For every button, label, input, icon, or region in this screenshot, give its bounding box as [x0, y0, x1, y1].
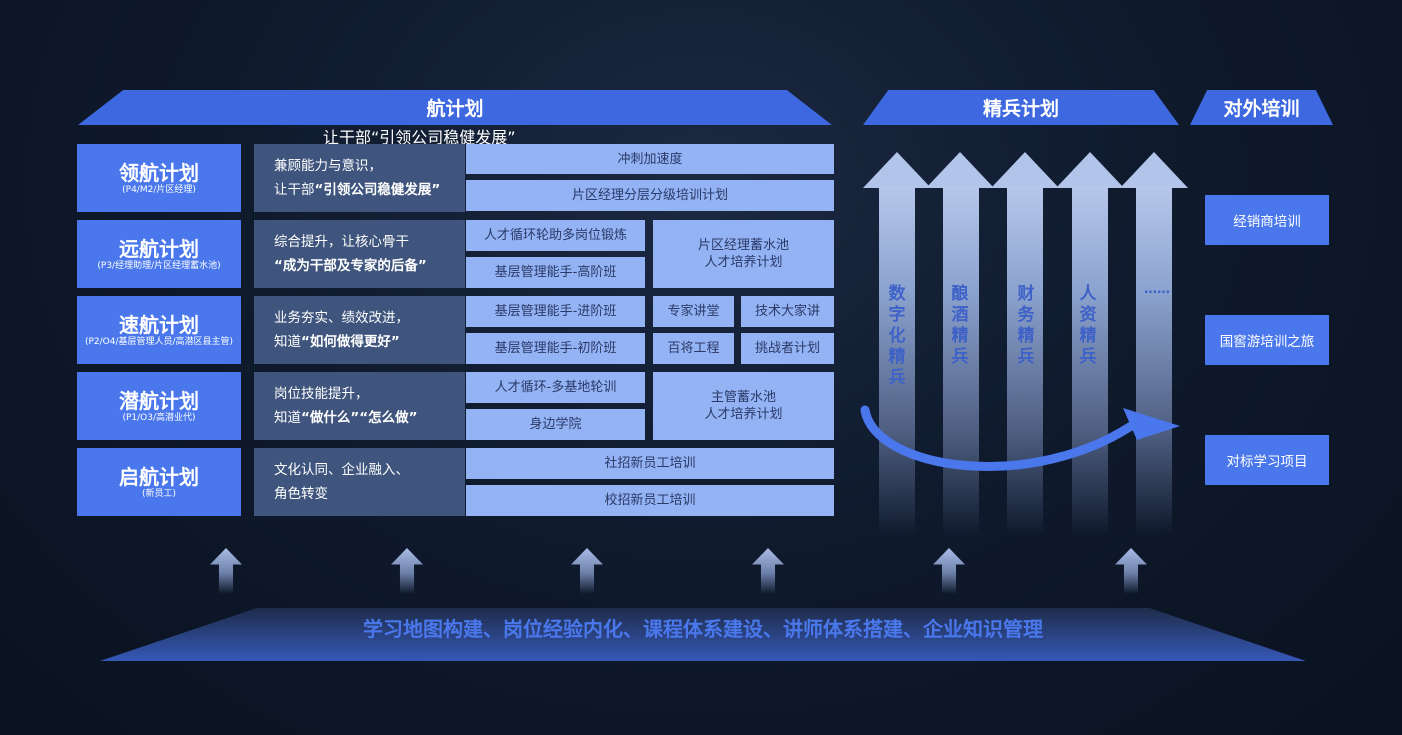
description-line-2: 知道“如何做得更好” [274, 334, 400, 350]
level-description: 业务夯实、绩效改进， 知道“如何做得更好” [254, 296, 465, 364]
program-talent-base-rotation: 人才循环-多基地轮训 [466, 372, 645, 403]
pillar-arrowhead [1120, 152, 1188, 188]
program-tech-master: 技术大家讲 [741, 296, 834, 327]
external-item-dealer: 经销商培训 [1205, 195, 1329, 245]
description-line-1: 综合提升，让核心骨干 [274, 234, 409, 250]
program-regional-pool: 片区经理蓄水池 人才培养计划 [653, 220, 834, 288]
level-description: 岗位技能提升， 知道“做什么”“怎么做” [254, 372, 465, 440]
program-basic-advanced: 基层管理能手-进阶班 [466, 296, 645, 327]
program-expert-lecture: 专家讲堂 [653, 296, 734, 327]
subtitle: 让干部“引领公司稳健发展” [323, 128, 516, 147]
cycle-arrow [860, 405, 1180, 471]
program-basic-beginner: 基层管理能手-初阶班 [466, 333, 645, 364]
level-subtitle: (P2/O4/基层管理人员/高潜区县主管) [84, 336, 234, 347]
level-title: 领航计划 [119, 160, 199, 185]
pillar-digital [879, 186, 915, 536]
description-line-2: 知道“做什么”“怎么做” [274, 410, 418, 426]
description-line-1: 业务夯实、绩效改进， [274, 310, 409, 326]
foundation-platform [100, 608, 1306, 661]
pillar-arrowhead [863, 152, 931, 188]
level-title: 远航计划 [119, 236, 199, 261]
level-lingHang: 领航计划 (P4/M2/片区经理) [77, 144, 241, 212]
foundation-text: 学习地图构建、岗位经验内化、课程体系建设、讲师体系搭建、企业知识管理 [363, 617, 1043, 641]
up-arrow-icon [571, 548, 603, 594]
external-item-guojiao-tour: 国窖游培训之旅 [1205, 315, 1329, 365]
up-arrow-icon [933, 548, 965, 594]
up-arrow-icon [391, 548, 423, 594]
level-suHang: 速航计划 (P2/O4/基层管理人员/高潜区县主管) [77, 296, 241, 364]
pillar-label: 数字化精兵 [888, 284, 906, 388]
pillar-label: 酿酒精兵 [951, 284, 969, 367]
up-arrow-icon [210, 548, 242, 594]
pillar-brewing [943, 186, 979, 536]
pillar-more [1136, 186, 1172, 536]
pillar-label: …… [1144, 282, 1170, 297]
level-subtitle: (新员工) [141, 488, 177, 499]
banner-elite-plan-label: 精兵计划 [982, 98, 1059, 120]
external-item-benchmark: 对标学习项目 [1205, 435, 1329, 485]
program-social-recruit: 社招新员工培训 [466, 448, 834, 479]
level-title: 潜航计划 [119, 388, 199, 413]
level-description: 兼顾能力与意识， 让干部“引领公司稳健发展” [254, 144, 465, 212]
description-line-2: “成为干部及专家的后备” [274, 258, 427, 274]
level-qiHang: 启航计划 (新员工) [77, 448, 241, 516]
level-subtitle: (P3/经理助理/片区经理蓄水池) [97, 260, 221, 271]
pillar-arrowhead [1056, 152, 1124, 188]
program-side-academy: 身边学院 [466, 409, 645, 440]
program-talent-rotation: 人才循环轮助多岗位锻炼 [466, 220, 645, 251]
program-hundred-generals: 百将工程 [653, 333, 734, 364]
program-challenger: 挑战者计划 [741, 333, 834, 364]
description-line-2: 让干部“引领公司稳健发展” [274, 182, 441, 198]
level-title: 启航计划 [119, 464, 199, 489]
level-title: 速航计划 [119, 312, 199, 337]
banner-navigation-plan-label: 航计划 [426, 98, 484, 120]
description-line-2: 角色转变 [274, 486, 328, 502]
program-regional-tiered: 片区经理分层分级培训计划 [466, 180, 834, 211]
pillar-hr [1072, 186, 1108, 536]
level-description: 文化认同、企业融入、 角色转变 [254, 448, 465, 516]
program-sprint: 冲刺加速度 [466, 144, 834, 174]
banner-external-training-label: 对外培训 [1223, 98, 1300, 120]
pillar-arrowhead [926, 152, 994, 188]
description-line-1: 岗位技能提升， [274, 386, 369, 402]
program-supervisor-pool: 主管蓄水池 人才培养计划 [653, 372, 834, 440]
banner-elite-plan: 精兵计划 [863, 90, 1179, 125]
level-subtitle: (P4/M2/片区经理) [122, 184, 196, 195]
up-arrow-icon [752, 548, 784, 594]
program-campus-recruit: 校招新员工培训 [466, 485, 834, 516]
pillar-finance [1007, 186, 1043, 536]
level-qianHang: 潜航计划 (P1/O3/高潜业代) [77, 372, 241, 440]
description-line-1: 兼顾能力与意识， [274, 158, 382, 174]
level-yuanHang: 远航计划 (P3/经理助理/片区经理蓄水池) [77, 220, 241, 288]
up-arrow-icon [1115, 548, 1147, 594]
program-basic-advanced-high: 基层管理能手-高阶班 [466, 257, 645, 288]
description-line-1: 文化认同、企业融入、 [274, 462, 409, 478]
pillar-label: 财务精兵 [1017, 284, 1035, 367]
level-subtitle: (P1/O3/高潜业代) [122, 412, 196, 423]
banner-external-training: 对外培训 [1190, 90, 1333, 125]
pillar-label: 人资精兵 [1079, 284, 1097, 367]
banner-navigation-plan: 航计划 [78, 90, 832, 125]
pillar-arrowhead [991, 152, 1059, 188]
level-description: 综合提升，让核心骨干 “成为干部及专家的后备” [254, 220, 465, 288]
